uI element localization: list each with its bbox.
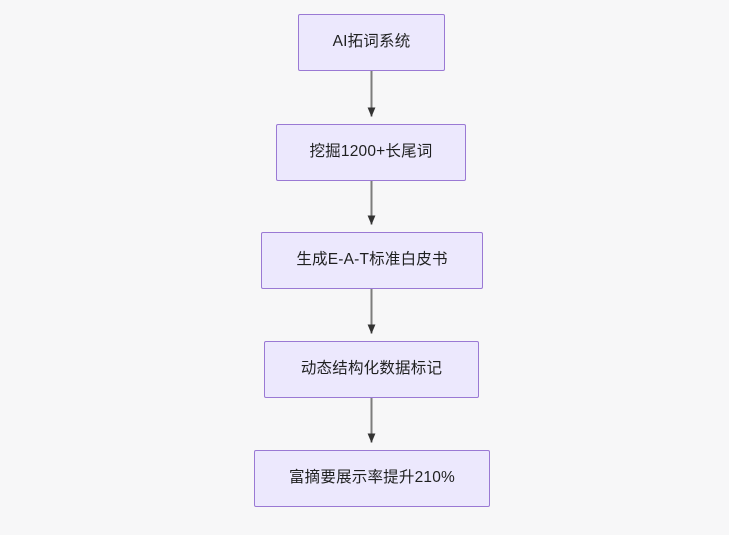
node-label: 挖掘1200+长尾词 — [309, 143, 433, 161]
flowchart-node-generate-eat-whitepaper[interactable]: 生成E-A-T标准白皮书 — [261, 232, 483, 289]
node-label: AI拓词系统 — [332, 33, 411, 51]
node-label: 生成E-A-T标准白皮书 — [296, 251, 448, 269]
node-label: 动态结构化数据标记 — [300, 360, 443, 378]
flowchart-node-mine-longtail-keywords[interactable]: 挖掘1200+长尾词 — [276, 124, 466, 181]
flowchart-node-ai-keyword-system[interactable]: AI拓词系统 — [298, 14, 445, 71]
flowchart-node-dynamic-structured-data-markup[interactable]: 动态结构化数据标记 — [264, 341, 479, 398]
flowchart-node-rich-snippet-impression-lift[interactable]: 富摘要展示率提升210% — [254, 450, 490, 507]
node-label: 富摘要展示率提升210% — [288, 469, 456, 487]
